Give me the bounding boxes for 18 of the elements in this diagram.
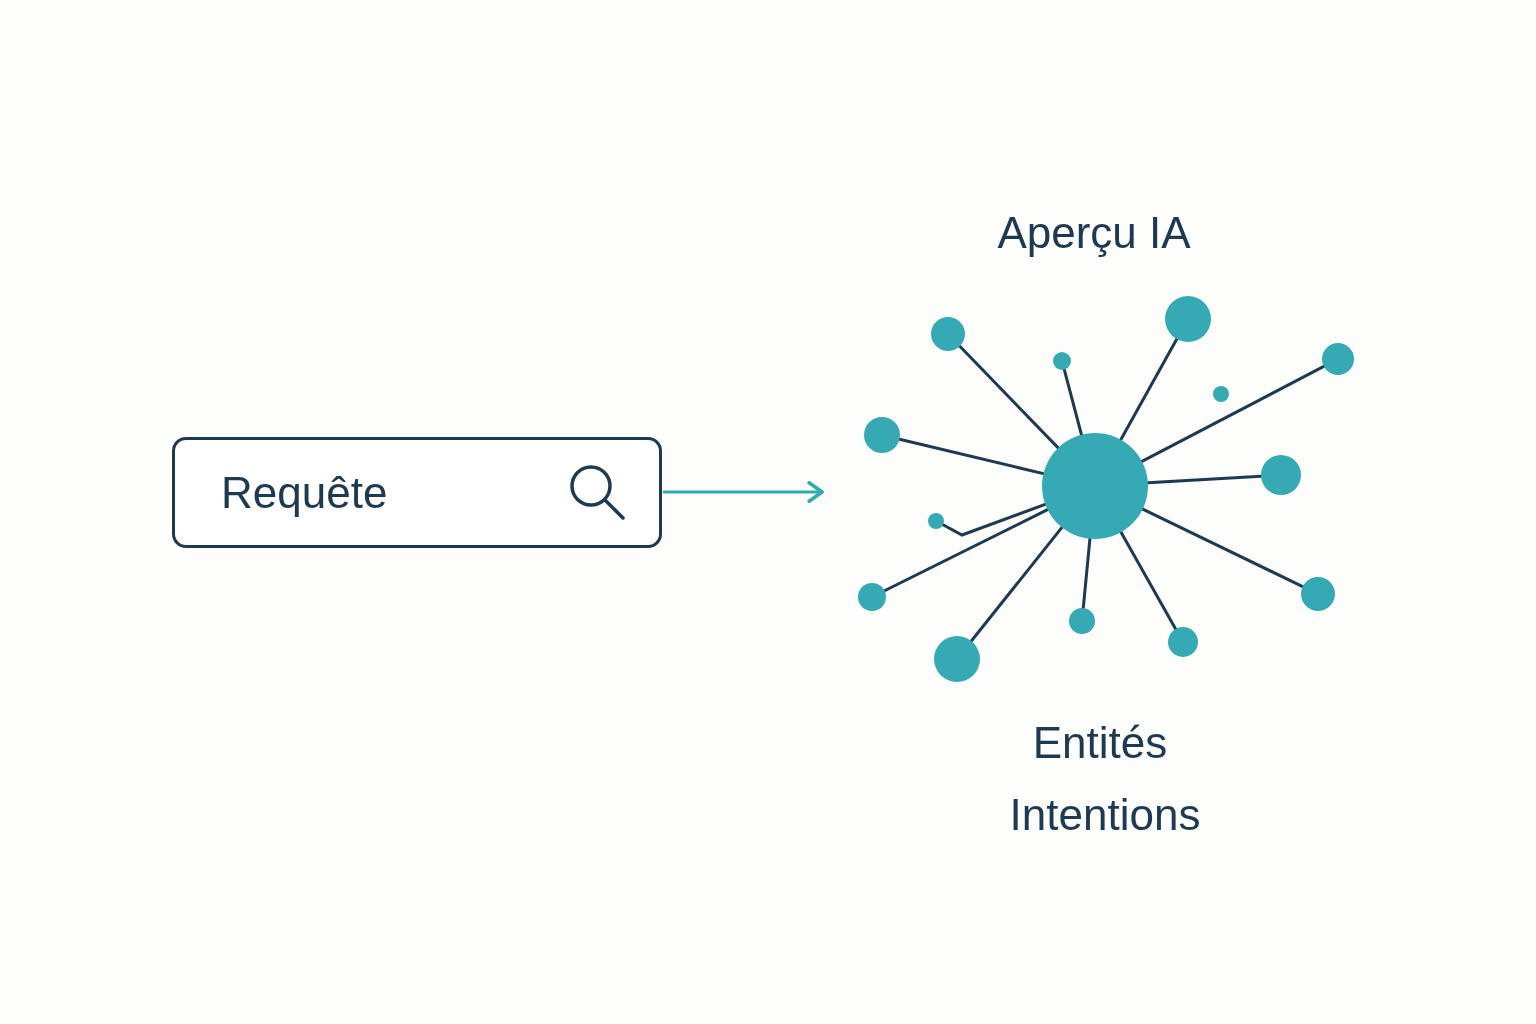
connector-line	[883, 508, 1050, 593]
connector-line	[1141, 507, 1305, 589]
connector-line	[1146, 474, 1263, 485]
caption-label: Aperçu IA	[997, 211, 1191, 255]
search-bar	[172, 437, 662, 548]
connector-line	[1062, 368, 1083, 437]
caption-label: Entités	[1032, 721, 1168, 765]
connector-line	[958, 344, 1060, 450]
caption-label: Intentions	[1009, 793, 1201, 837]
connector-line	[969, 525, 1064, 643]
connector-line	[1140, 364, 1326, 463]
arrow	[662, 481, 824, 503]
connector-line	[941, 502, 1047, 537]
connector-line	[1119, 337, 1179, 442]
connector-line	[898, 437, 1045, 476]
query-text: Requête	[221, 466, 388, 519]
connector-line	[1081, 537, 1092, 610]
connector-line	[1119, 530, 1178, 631]
